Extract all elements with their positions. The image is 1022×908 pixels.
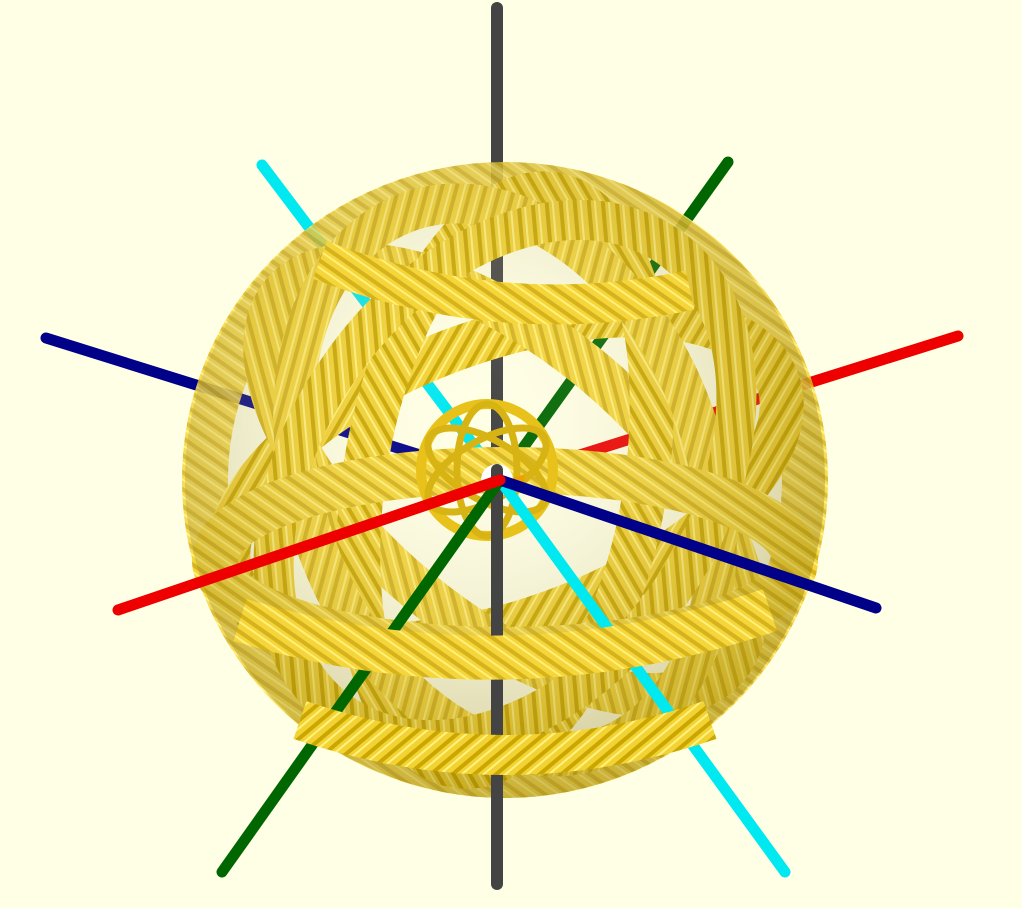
cage-front-arc-3 — [312, 241, 695, 325]
green-axis-front — [216, 474, 506, 878]
cage-front-arc-2 — [293, 701, 717, 775]
cyan-axis-front — [494, 474, 791, 878]
inner-cage-ring-3 — [453, 400, 521, 540]
inner-cage-ring-1 — [424, 424, 550, 516]
blue-axis-front — [494, 474, 882, 614]
cage-front-arc-1 — [233, 589, 778, 680]
cage-front-overlap — [233, 241, 778, 775]
red-axis-front — [112, 474, 506, 616]
